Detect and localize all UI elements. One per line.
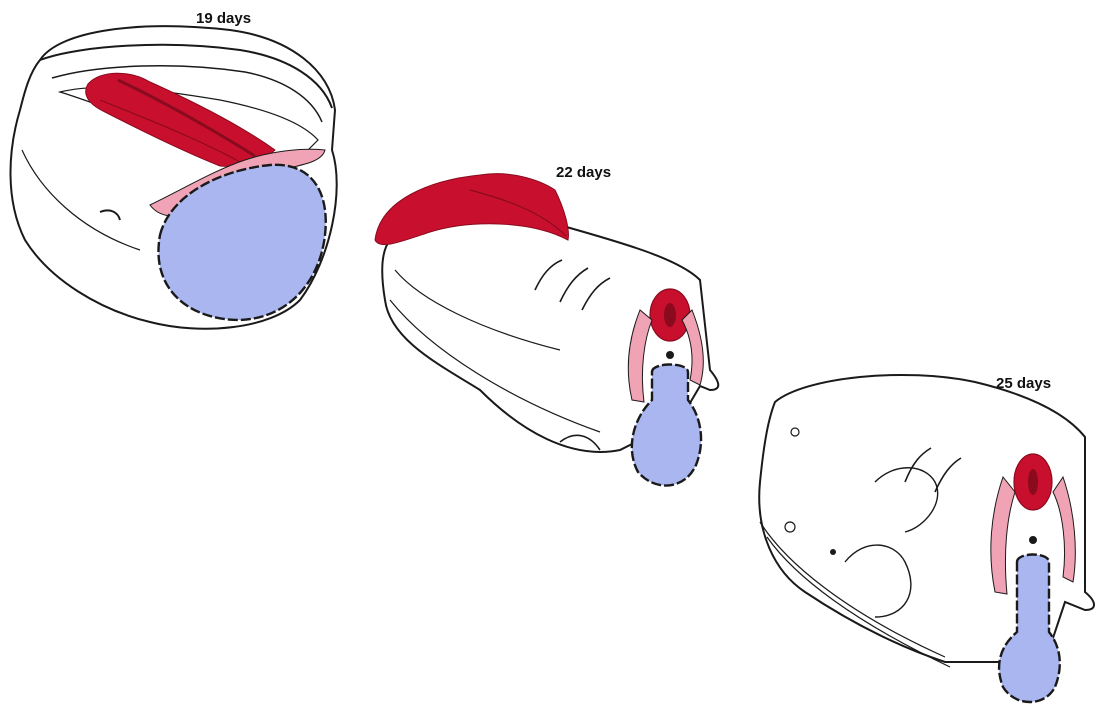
stomodeum: [830, 549, 836, 555]
embryo-22-days: [370, 150, 730, 510]
embryo-19-days: [0, 0, 360, 340]
notochord: [1029, 536, 1037, 544]
eye-placode: [785, 522, 795, 532]
neural-tube-lumen: [664, 303, 676, 327]
notochord: [666, 351, 674, 359]
neural-tube-lumen: [1028, 469, 1038, 495]
otic-pit: [791, 428, 799, 436]
embryo-25-days: [745, 362, 1098, 722]
